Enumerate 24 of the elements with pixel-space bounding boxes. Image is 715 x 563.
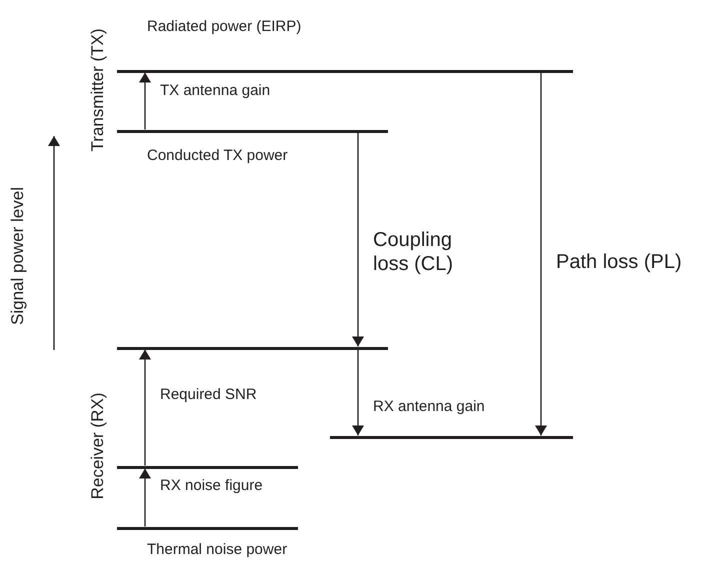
arrow [352,350,364,436]
axis-label: Signal power level [8,187,28,325]
arrow [139,72,151,130]
edge-label: RX antenna gain [373,398,485,416]
edge-label: Coupling loss (CL) [373,228,454,276]
level-label: Conducted TX power [147,147,288,164]
arrow [139,350,151,466]
level-line [117,526,298,530]
edge-label: RX noise figure [160,477,263,494]
edge-label: Path loss (PL) [556,250,683,274]
level-label: Thermal noise power [147,541,288,558]
level-label: Radiated power (EIRP) [147,18,302,36]
level-line [117,346,388,350]
edge-label: Required SNR [160,386,257,404]
arrow [535,72,547,436]
axis-label: Transmitter (TX) [88,28,108,152]
arrow [139,468,151,526]
level-line [117,466,298,468]
arrow [352,132,364,346]
edge-label: TX antenna gain [160,82,270,100]
level-line [330,436,573,438]
level-line [117,70,573,72]
axis-label: Receiver (RX) [88,392,108,500]
level-line [117,130,388,132]
